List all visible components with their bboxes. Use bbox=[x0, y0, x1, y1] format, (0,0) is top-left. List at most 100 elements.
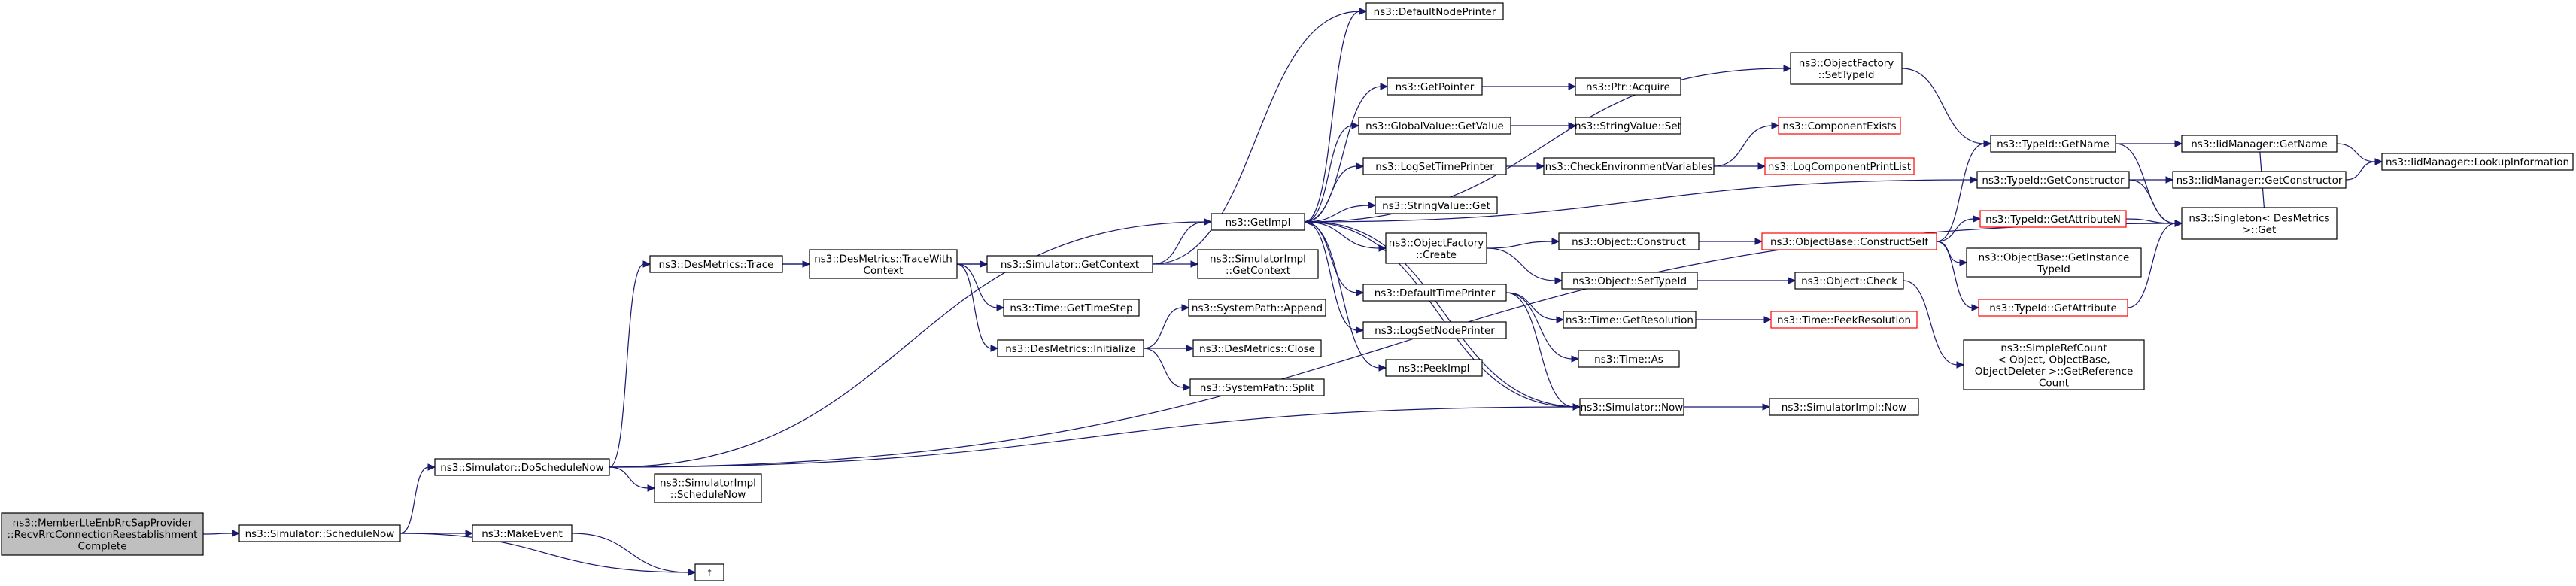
node-box bbox=[1764, 157, 1915, 175]
edge-arrowhead bbox=[1763, 316, 1773, 323]
edge-doScheduleNow-to-desTrace bbox=[609, 260, 652, 468]
node-logSetTimePrinter[interactable]: ns3::LogSetTimePrinter bbox=[1362, 157, 1507, 175]
edge-path bbox=[202, 533, 234, 535]
node-doScheduleNow[interactable]: ns3::Simulator::DoScheduleNow bbox=[434, 458, 610, 476]
node-ofCreate[interactable]: ns3::ObjectFactory::Create bbox=[1385, 232, 1487, 264]
node-box bbox=[1790, 52, 1903, 85]
node-spAppend[interactable]: ns3::SystemPath::Append bbox=[1188, 299, 1326, 317]
node-simNow[interactable]: ns3::Simulator::Now bbox=[1579, 398, 1684, 416]
node-getTimeStep[interactable]: ns3::Time::GetTimeStep bbox=[1003, 299, 1140, 317]
edge-arrowhead bbox=[1351, 122, 1360, 129]
node-box bbox=[1003, 299, 1140, 317]
node-box bbox=[238, 524, 401, 542]
node-label-line: ::RecvRrcConnectionReestablishment bbox=[8, 529, 198, 541]
node-peekImpl[interactable]: ns3::PeekImpl bbox=[1385, 359, 1483, 377]
node-compExists[interactable]: ns3::ComponentExists bbox=[1778, 117, 1901, 135]
node-timeGetRes[interactable]: ns3::Time::GetResolution bbox=[1563, 311, 1697, 329]
node-logCompPrint[interactable]: ns3::LogComponentPrintList bbox=[1764, 157, 1915, 175]
edge-path bbox=[1304, 179, 1972, 223]
node-iidLookup[interactable]: ns3::IidManager::LookupInformation bbox=[2381, 153, 2574, 171]
node-timeAs[interactable]: ns3::Time::As bbox=[1578, 350, 1680, 368]
node-label-line: ns3::DefaultNodePrinter bbox=[1374, 6, 1496, 18]
node-label-line: ns3::LogSetNodePrinter bbox=[1375, 325, 1495, 337]
edge-objSetTypeId-to-objCheck bbox=[1697, 277, 1797, 284]
node-label-line: ns3::Time::GetResolution bbox=[1566, 314, 1694, 326]
node-box bbox=[2381, 153, 2574, 171]
node-label-line: ns3::TypeId::GetAttributeN bbox=[1985, 214, 2121, 226]
node-iidGetConstructor[interactable]: ns3::IidManager::GetConstructor bbox=[2172, 171, 2347, 189]
node-getImpl[interactable]: ns3::GetImpl bbox=[1211, 213, 1305, 231]
edge-arrowhead bbox=[1190, 260, 1199, 268]
node-root[interactable]: ns3::MemberLteEnbRrcSapProvider::RecvRrc… bbox=[1, 512, 204, 556]
node-simImplGetContext[interactable]: ns3::SimulatorImpl::GetContext bbox=[1197, 249, 1319, 279]
node-svGet[interactable]: ns3::StringValue::Get bbox=[1375, 196, 1498, 214]
edge-defaultTimePrinter-to-simNow bbox=[1505, 292, 1581, 411]
edge-gvGetValue-to-svSet bbox=[1511, 122, 1577, 129]
node-singletonGet[interactable]: ns3::Singleton< DesMetrics >::Get bbox=[2181, 207, 2338, 240]
node-spSplit[interactable]: ns3::SystemPath::Split bbox=[1189, 378, 1325, 396]
node-box bbox=[986, 255, 1153, 273]
node-label-line: ns3::IidManager::GetName bbox=[2191, 138, 2328, 150]
edge-getImpl-to-logSetTimePrinter bbox=[1304, 162, 1365, 223]
edge-arrowhead bbox=[427, 463, 436, 471]
node-svSet[interactable]: ns3::StringValue::Set bbox=[1575, 117, 1681, 135]
node-tidGetAttr[interactable]: ns3::TypeId::GetAttribute bbox=[1978, 299, 2128, 317]
node-logSetNodePrinter[interactable]: ns3::LogSetNodePrinter bbox=[1362, 321, 1507, 339]
node-box bbox=[694, 563, 724, 581]
node-tidGetConstructor[interactable]: ns3::TypeId::GetConstructor bbox=[1976, 171, 2130, 189]
edge-arrowhead bbox=[1568, 122, 1577, 129]
node-simImplNow[interactable]: ns3::SimulatorImpl::Now bbox=[1769, 398, 1919, 416]
node-simImplScheduleNow[interactable]: ns3::SimulatorImpl::ScheduleNow bbox=[654, 473, 762, 503]
node-desInit[interactable]: ns3::DesMetrics::Initialize bbox=[997, 339, 1144, 357]
node-box bbox=[1978, 299, 2128, 317]
node-label-line: ns3::PeekImpl bbox=[1399, 363, 1470, 375]
node-label-line: ns3::GlobalValue::GetValue bbox=[1365, 120, 1504, 132]
node-tidGetAttrN[interactable]: ns3::TypeId::GetAttributeN bbox=[1979, 210, 2127, 228]
node-objConstruct[interactable]: ns3::Object::Construct bbox=[1558, 232, 1700, 250]
node-label-line: ns3::SimpleRefCount bbox=[2000, 342, 2107, 354]
node-getContext[interactable]: ns3::Simulator::GetContext bbox=[986, 255, 1153, 273]
edge-getPointer-to-ptrAcquire bbox=[1482, 83, 1577, 90]
node-ptrAcquire[interactable]: ns3::Ptr::Acquire bbox=[1575, 77, 1681, 96]
node-ofSetTypeId[interactable]: ns3::ObjectFactory::SetTypeId bbox=[1790, 52, 1903, 85]
node-label-line: ns3::DesMetrics::Initialize bbox=[1005, 343, 1136, 355]
edge-arrowhead bbox=[1568, 83, 1577, 90]
node-gvGetValue[interactable]: ns3::GlobalValue::GetValue bbox=[1358, 117, 1511, 135]
node-objSetTypeId[interactable]: ns3::Object::SetTypeId bbox=[1561, 272, 1698, 290]
node-label-line: ns3::SystemPath::Append bbox=[1192, 302, 1323, 314]
node-desClose[interactable]: ns3::DesMetrics::Close bbox=[1192, 339, 1322, 357]
node-simpleRefCount[interactable]: ns3::SimpleRefCount< Object, ObjectBase,… bbox=[1963, 339, 2145, 390]
node-label-line: ns3::Object::Check bbox=[1801, 275, 1897, 287]
node-label-line: ::ScheduleNow bbox=[670, 489, 746, 501]
node-box bbox=[1387, 77, 1483, 96]
node-objCheck[interactable]: ns3::Object::Check bbox=[1794, 272, 1904, 290]
node-timePeekRes[interactable]: ns3::Time::PeekResolution bbox=[1770, 311, 1918, 329]
node-label-line: < Object, ObjectBase, bbox=[1997, 354, 2110, 366]
node-box bbox=[1979, 210, 2127, 228]
node-defaultNodePrinter[interactable]: ns3::DefaultNodePrinter bbox=[1365, 2, 1504, 20]
edge-ofSetTypeId-to-tidGetName bbox=[1901, 68, 1992, 147]
edge-arrowhead bbox=[1783, 65, 1792, 72]
node-tidGetName[interactable]: ns3::TypeId::GetName bbox=[1990, 135, 2116, 153]
edge-arrowhead bbox=[1971, 304, 1980, 311]
edge-path bbox=[399, 466, 430, 534]
node-getPointer[interactable]: ns3::GetPointer bbox=[1387, 77, 1483, 96]
node-defaultTimePrinter[interactable]: ns3::DefaultTimePrinter bbox=[1362, 284, 1507, 302]
node-iidGetName[interactable]: ns3::IidManager::GetName bbox=[2181, 135, 2338, 153]
edge-path bbox=[1901, 68, 1985, 144]
node-obConstructSelf[interactable]: ns3::ObjectBase::ConstructSelf bbox=[1761, 232, 1937, 250]
node-f[interactable]: f bbox=[694, 563, 724, 581]
node-label-line: ns3::Simulator::Now bbox=[1581, 402, 1684, 414]
node-desTrace[interactable]: ns3::DesMetrics::Trace bbox=[649, 255, 783, 273]
node-box bbox=[809, 249, 958, 279]
edge-arrowhead bbox=[1359, 8, 1368, 15]
node-box bbox=[1543, 157, 1715, 175]
node-box bbox=[2172, 171, 2347, 189]
node-makeEvent[interactable]: ns3::MakeEvent bbox=[472, 524, 573, 542]
edge-ofCreate-to-objConstruct bbox=[1486, 238, 1560, 249]
node-checkEnv[interactable]: ns3::CheckEnvironmentVariables bbox=[1543, 157, 1715, 175]
node-label-line: ns3::TypeId::GetConstructor bbox=[1982, 175, 2125, 187]
node-scheduleNow[interactable]: ns3::Simulator::ScheduleNow bbox=[238, 524, 401, 542]
